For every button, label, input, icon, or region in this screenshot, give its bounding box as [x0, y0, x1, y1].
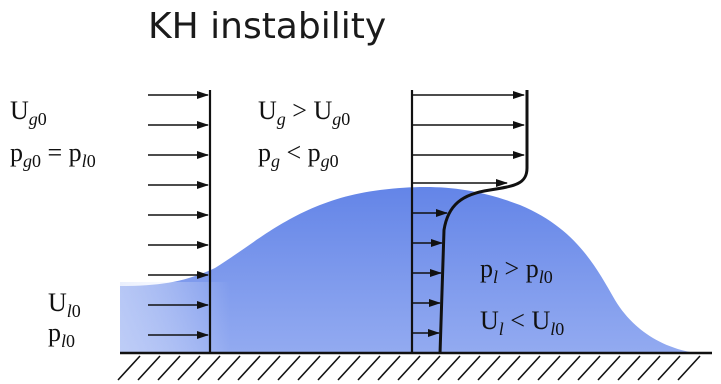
hatch-line: [318, 356, 340, 380]
hatch-line: [658, 356, 680, 380]
hatch-line: [478, 356, 500, 380]
hatch-line: [238, 356, 260, 380]
hatch-line: [218, 356, 240, 380]
label-pl-gt-pl0: pl > pl0: [480, 256, 553, 286]
hatch-line: [378, 356, 400, 380]
hatch-line: [578, 356, 600, 380]
hatch-line: [458, 356, 480, 380]
label-ug0: Ug0: [10, 98, 47, 128]
hatch-line: [498, 356, 520, 380]
ground-hatching: [118, 356, 700, 380]
hatch-line: [598, 356, 620, 380]
hatch-line: [138, 356, 160, 380]
hatch-line: [158, 356, 180, 380]
liquid-edge-fade: [120, 282, 230, 352]
hatch-line: [258, 356, 280, 380]
hatch-line: [178, 356, 200, 380]
hatch-line: [278, 356, 300, 380]
hatch-line: [118, 356, 140, 380]
hatch-line: [398, 356, 420, 380]
hatch-line: [518, 356, 540, 380]
hatch-line: [338, 356, 360, 380]
label-pl0: pl0: [48, 320, 75, 350]
hatch-line: [298, 356, 320, 380]
hatch-line: [538, 356, 560, 380]
hatch-line: [418, 356, 440, 380]
label-ug-gt-ug0: Ug > Ug0: [258, 98, 350, 128]
hatch-line: [358, 356, 380, 380]
label-pg-lt-pg0: pg < pg0: [258, 140, 339, 170]
hatch-line: [618, 356, 640, 380]
label-ul-lt-ul0: Ul < Ul0: [480, 308, 564, 338]
label-ul0: Ul0: [48, 290, 81, 320]
hatch-line: [638, 356, 660, 380]
hatch-line: [558, 356, 580, 380]
hatch-line: [438, 356, 460, 380]
hatch-line: [198, 356, 220, 380]
hatch-line: [678, 356, 700, 380]
label-pg0-eq-pl0: pg0 = pl0: [10, 140, 96, 170]
